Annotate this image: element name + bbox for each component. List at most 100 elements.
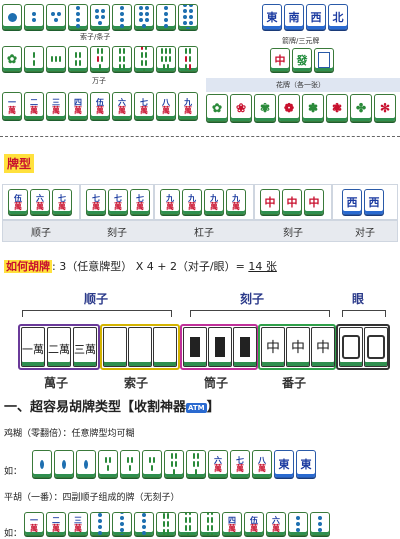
diagram-suo-tile bbox=[103, 327, 127, 367]
diagram-eye-tile bbox=[339, 327, 363, 367]
meld-kezi-tile: 七萬 bbox=[86, 189, 106, 215]
jihu-title: 鸡糊（零翻倍）：任意牌型均可糊 bbox=[4, 429, 135, 439]
tile-flower-8: ✻ bbox=[374, 94, 396, 122]
jianpai-label: 箭牌/三元牌 bbox=[282, 37, 320, 45]
hu-formula: 如何胡牌: 3（任意牌型） X 4 + 2（对子/眼）= 14 张 bbox=[4, 258, 277, 274]
tile-tong-6 bbox=[112, 4, 132, 30]
meld-shunzi-tile: 六萬 bbox=[30, 189, 50, 215]
tile-tong-5 bbox=[90, 4, 110, 30]
tile-wan-1: 一萬 bbox=[2, 92, 22, 120]
tile-suo-5 bbox=[90, 46, 110, 72]
diagram-label-tongzi: 筒子 bbox=[204, 376, 229, 390]
tile-suo-7 bbox=[134, 46, 154, 72]
example2-tile bbox=[90, 512, 110, 536]
bracket-kezi bbox=[190, 310, 330, 317]
meld-header-shunzi: 顺子 bbox=[31, 228, 51, 239]
tile-flower-2: ❀ bbox=[230, 94, 252, 122]
tile-reference-panel: 索子/条子 ✿ 万子 一萬二萬三萬四萬伍萬六萬七萬八萬九萬 東 南 西 北 箭牌… bbox=[0, 0, 400, 128]
section2-heading-text: 一、超容易胡牌类型【收割神器 bbox=[4, 400, 187, 415]
example1-tile: 東 bbox=[296, 450, 316, 478]
tile-suo-9 bbox=[178, 46, 198, 72]
tile-suo-6 bbox=[112, 46, 132, 72]
diagram-label-kezi: 刻子 bbox=[240, 292, 265, 306]
tile-tong-8 bbox=[156, 4, 176, 30]
meld-kezi2-tile: 中 bbox=[282, 189, 302, 215]
diagram-label-fanzi: 番子 bbox=[282, 376, 307, 390]
example1-tile bbox=[120, 450, 140, 478]
meld-duizi-tile: 西 bbox=[364, 189, 384, 215]
tile-flower-3: ✾ bbox=[254, 94, 276, 122]
tile-dragon-white bbox=[314, 48, 334, 72]
group-tong bbox=[180, 324, 258, 370]
suozi-label: 索子/条子 bbox=[80, 33, 111, 41]
tile-flower-5: ✽ bbox=[302, 94, 324, 122]
meld-shunzi-tile: 七萬 bbox=[52, 189, 72, 215]
example2-tile: 四萬 bbox=[222, 512, 242, 536]
tile-flower-7: ✤ bbox=[350, 94, 372, 122]
example1-tile bbox=[54, 450, 74, 478]
example1-tile bbox=[186, 450, 206, 478]
example2-tile bbox=[310, 512, 330, 536]
group-wan bbox=[18, 324, 100, 370]
diagram-wan-tile: 一萬 bbox=[21, 327, 45, 367]
tile-wind-west: 西 bbox=[306, 4, 326, 30]
meld-duizi-tile: 西 bbox=[342, 189, 362, 215]
diagram-suo-tile bbox=[153, 327, 177, 367]
tile-dragon-red: 中 bbox=[270, 48, 290, 72]
tile-tong-3 bbox=[46, 4, 66, 30]
meld-gangzi-tile: 九萬 bbox=[226, 189, 246, 215]
meld-cell-kezi bbox=[80, 184, 154, 220]
example2-tile bbox=[156, 512, 176, 536]
tile-tong-7 bbox=[134, 4, 154, 30]
tile-wan-7: 七萬 bbox=[134, 92, 154, 120]
meld-gangzi-tile: 九萬 bbox=[182, 189, 202, 215]
diagram-wan-tile: 二萬 bbox=[47, 327, 71, 367]
tile-tong-9 bbox=[178, 4, 198, 30]
example1-tile: 八萬 bbox=[252, 450, 272, 478]
bracket-shunzi bbox=[22, 310, 172, 317]
diagram-tong-tile bbox=[208, 327, 232, 367]
meld-shunzi-tile: 伍萬 bbox=[8, 189, 28, 215]
formula-result: 14 张 bbox=[248, 260, 277, 273]
diagram-label-suozi: 索子 bbox=[124, 376, 149, 390]
example2-tile: 二萬 bbox=[46, 512, 66, 536]
meld-type-table: 顺子 刻子 杠子 刻子 对子 伍萬六萬七萬七萬七萬七萬九萬九萬九萬九萬中中中西西 bbox=[0, 184, 400, 250]
tile-flower-4: ❁ bbox=[278, 94, 300, 122]
example1-tile bbox=[98, 450, 118, 478]
diagram-suo-tile bbox=[128, 327, 152, 367]
example2-tile: 伍萬 bbox=[244, 512, 264, 536]
meld-header-gangzi: 杠子 bbox=[194, 228, 214, 239]
section2-heading-end: 】 bbox=[206, 400, 220, 415]
wanzi-label: 万子 bbox=[92, 77, 106, 85]
example1-tile: 東 bbox=[274, 450, 294, 478]
group-fan bbox=[258, 324, 336, 370]
tile-wan-5: 伍萬 bbox=[90, 92, 110, 120]
meld-gangzi-tile: 九萬 bbox=[204, 189, 224, 215]
tile-suo-8 bbox=[156, 46, 176, 72]
diagram-fan-tile: 中 bbox=[311, 327, 335, 367]
example2-tile bbox=[112, 512, 132, 536]
diagram-fan-tile: 中 bbox=[261, 327, 285, 367]
tile-suo-2 bbox=[24, 46, 44, 72]
section-title-paixing: 牌型 bbox=[4, 154, 35, 173]
example1-tile: 六萬 bbox=[208, 450, 228, 478]
example2-tile bbox=[178, 512, 198, 536]
meld-cell-shunzi bbox=[2, 184, 80, 220]
tile-flower-1: ✿ bbox=[206, 94, 228, 122]
meld-kezi-tile: 七萬 bbox=[108, 189, 128, 215]
winning-hand-diagram: 顺子 刻子 眼 一萬二萬三萬中中中 萬子 索子 筒子 番子 bbox=[0, 286, 400, 390]
pinghu-title: 平胡（一番）：四副顺子组成的牌（无刻子） bbox=[4, 493, 180, 503]
diagram-eye-tile bbox=[364, 327, 388, 367]
formula-text: : 3（任意牌型） X 4 + 2（对子/眼）= bbox=[52, 260, 249, 273]
meld-cell-gangzi bbox=[154, 184, 254, 220]
meld-kezi2-tile: 中 bbox=[260, 189, 280, 215]
tile-wind-north: 北 bbox=[328, 4, 348, 30]
example1-tile bbox=[76, 450, 96, 478]
tile-wind-east: 東 bbox=[262, 4, 282, 30]
example2-tile bbox=[288, 512, 308, 536]
meld-header-kezi: 刻子 bbox=[107, 228, 127, 239]
meld-gangzi-tile: 九萬 bbox=[160, 189, 180, 215]
jihu-example-prefix: 如： bbox=[4, 467, 23, 477]
meld-header-kezi-2: 刻子 bbox=[283, 228, 303, 239]
tile-wan-4: 四萬 bbox=[68, 92, 88, 120]
